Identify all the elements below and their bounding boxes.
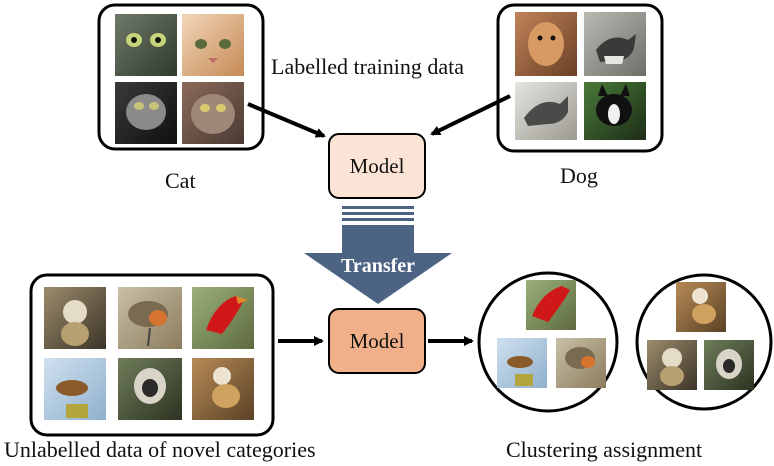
- cat-image: [182, 14, 244, 76]
- transfer-arrow: [304, 206, 452, 304]
- unlabelled-data-label: Unlabelled data of novel categories: [4, 437, 316, 462]
- squirrel-monkey-image: [44, 287, 106, 349]
- cardinal-image: [192, 287, 254, 349]
- dog-image: [515, 82, 577, 140]
- wren-image: [497, 338, 547, 388]
- langur-image: [704, 340, 754, 390]
- dog-image: [584, 12, 646, 76]
- squirrel-monkey-image: [192, 358, 254, 420]
- squirrel-monkey-image: [676, 282, 726, 332]
- cardinal-image: [526, 280, 576, 330]
- model-bottom-box: [328, 308, 426, 374]
- model-bottom-label: Model: [350, 329, 405, 353]
- cat-image: [115, 82, 177, 144]
- cat-label: Cat: [165, 168, 196, 193]
- labelled-training-data-label: Labelled training data: [271, 54, 465, 79]
- squirrel-monkey-image: [647, 340, 697, 390]
- robin-image: [118, 287, 182, 349]
- cat-image: [115, 14, 177, 76]
- dog-image: [584, 82, 646, 140]
- dog-image: [515, 12, 577, 76]
- cat-image: [182, 82, 244, 144]
- dog-to-model-arrow: [430, 94, 511, 136]
- model-top-box: [328, 133, 426, 199]
- model-top-label: Model: [350, 154, 405, 178]
- clustering-assignment-label: Clustering assignment: [506, 437, 703, 462]
- transfer-label: Transfer: [341, 255, 415, 277]
- langur-image: [118, 358, 182, 420]
- dog-label: Dog: [560, 163, 598, 188]
- wren-image: [44, 358, 106, 420]
- cat-to-model-arrow: [247, 102, 326, 138]
- robin-image: [556, 338, 606, 388]
